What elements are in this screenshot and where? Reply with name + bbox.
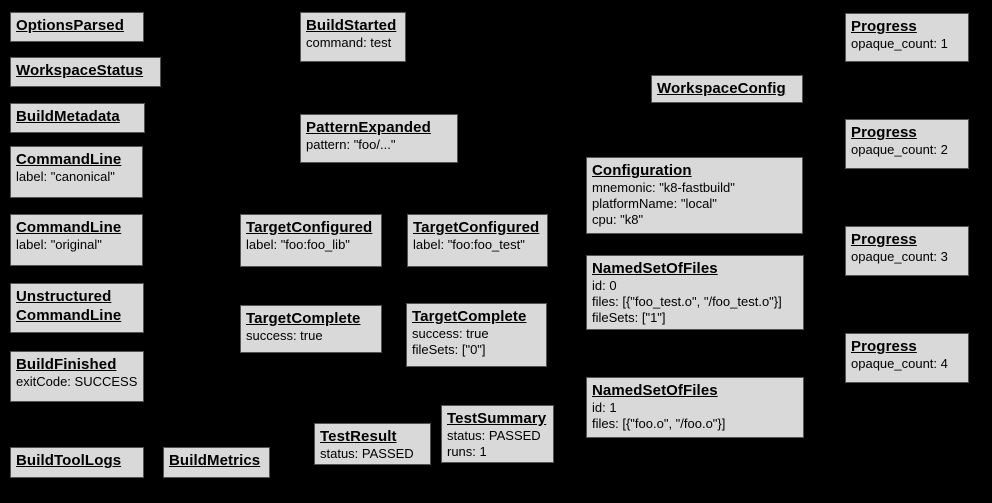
event-attribute: platformName: "local" [592,196,717,211]
event-box-patternexpanded: PatternExpanded pattern: "foo/..." [300,114,458,163]
event-title: TestSummary [447,410,547,427]
event-box-progress-3: Progress opaque_count: 3 [845,226,969,276]
event-attribute: mnemonic: "k8-fastbuild" [592,180,735,195]
event-title: BuildFinished [16,356,117,373]
event-attribute: status: PASSED [320,446,414,461]
event-attribute: cpu: "k8" [592,212,644,227]
event-box-buildfinished: BuildFinished exitCode: SUCCESS [10,351,144,402]
event-attribute: id: 0 [592,278,617,293]
event-box-namedsetoffiles-1: NamedSetOfFiles id: 1 files: [{"foo.o", … [586,377,804,438]
event-box-commandline-original: CommandLine label: "original" [10,214,143,266]
event-box-configuration: Configuration mnemonic: "k8-fastbuild" p… [586,157,803,234]
event-attribute: label: "canonical" [16,169,115,184]
event-attribute: opaque_count: 2 [851,142,948,157]
event-box-progress-2: Progress opaque_count: 2 [845,119,969,169]
event-attribute: runs: 1 [447,444,487,459]
event-title: PatternExpanded [306,119,431,136]
event-title: Progress [851,231,917,248]
event-box-namedsetoffiles-0: NamedSetOfFiles id: 0 files: [{"foo_test… [586,255,804,330]
event-attribute: files: [{"foo_test.o", "/foo_test.o"}] [592,294,782,309]
event-title: TargetComplete [412,308,527,325]
event-title: NamedSetOfFiles [592,260,718,277]
event-box-targetcomplete-foo-test: TargetComplete success: true fileSets: [… [406,303,547,367]
event-box-targetcomplete-foo-lib: TargetComplete success: true [240,305,382,353]
event-attribute: label: "original" [16,237,102,252]
event-attribute: opaque_count: 1 [851,36,948,51]
event-box-progress-1: Progress opaque_count: 1 [845,13,969,62]
event-box-buildmetadata: BuildMetadata [10,103,145,133]
event-box-progress-4: Progress opaque_count: 4 [845,333,969,383]
event-box-commandline-canonical: CommandLine label: "canonical" [10,146,143,198]
event-title: TargetConfigured [246,219,373,236]
event-title: OptionsParsed [16,17,124,34]
event-title: NamedSetOfFiles [592,382,718,399]
event-attribute: id: 1 [592,400,617,415]
event-attribute: fileSets: ["1"] [592,310,666,325]
event-box-workspaceconfig: WorkspaceConfig [651,75,803,103]
event-attribute: label: "foo:foo_test" [413,237,525,252]
event-title: WorkspaceStatus [16,62,144,79]
event-title: Unstructured CommandLine [16,288,122,324]
event-title: TargetConfigured [413,219,540,236]
event-box-unstructuredcommandline: Unstructured CommandLine [10,283,144,333]
event-title: BuildStarted [306,17,397,34]
event-box-buildtoollogs: BuildToolLogs [10,447,144,478]
event-attribute: files: [{"foo.o", "/foo.o"}] [592,416,726,431]
event-title: CommandLine [16,219,122,236]
event-title: WorkspaceConfig [657,80,786,97]
event-attribute: opaque_count: 3 [851,249,948,264]
event-box-testsummary: TestSummary status: PASSED runs: 1 [441,405,554,463]
event-title: Progress [851,338,917,355]
event-box-workspacestatus: WorkspaceStatus [10,57,161,87]
event-attribute: exitCode: SUCCESS [16,374,138,389]
event-box-buildstarted: BuildStarted command: test [300,12,406,62]
event-attribute: fileSets: ["0"] [412,342,486,357]
event-box-targetconfigured-foo-lib: TargetConfigured label: "foo:foo_lib" [240,214,382,267]
event-title: Progress [851,124,917,141]
event-title: BuildToolLogs [16,452,122,469]
event-box-targetconfigured-foo-test: TargetConfigured label: "foo:foo_test" [407,214,548,267]
event-attribute: status: PASSED [447,428,541,443]
event-box-testresult: TestResult status: PASSED [314,423,431,465]
event-attribute: success: true [412,326,489,341]
event-box-optionsparsed: OptionsParsed [10,12,144,42]
event-title: BuildMetadata [16,108,120,125]
event-title: Configuration [592,162,692,179]
event-attribute: command: test [306,35,392,50]
event-title: TestResult [320,428,397,445]
event-attribute: opaque_count: 4 [851,356,948,371]
event-attribute: label: "foo:foo_lib" [246,237,350,252]
event-title: CommandLine [16,151,122,168]
event-attribute: success: true [246,328,323,343]
event-title: TargetComplete [246,310,361,327]
event-attribute: pattern: "foo/..." [306,137,396,152]
event-title: Progress [851,18,917,35]
event-box-buildmetrics: BuildMetrics [163,447,270,478]
event-title: BuildMetrics [169,452,261,469]
